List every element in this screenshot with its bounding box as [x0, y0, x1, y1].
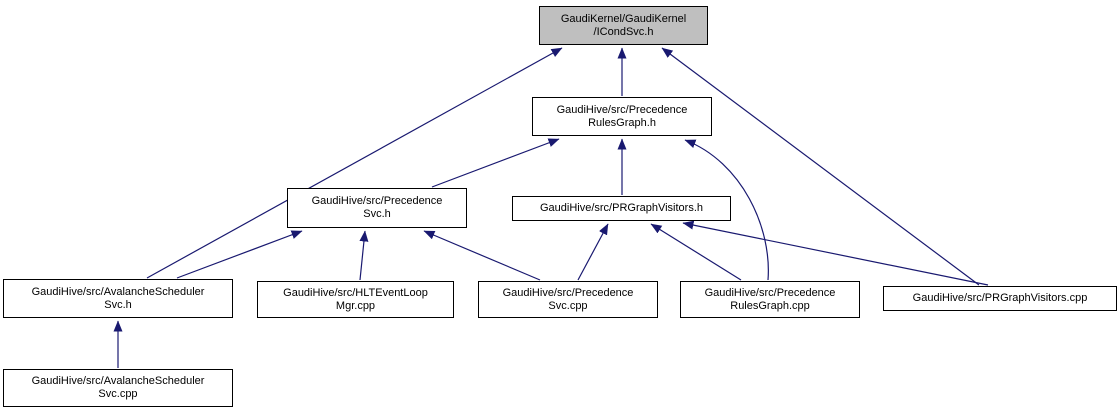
node-label-line: GaudiHive/src/PRGraphVisitors.h — [539, 202, 704, 214]
node-label-line: GaudiHive/src/HLTEventLoop — [283, 286, 428, 299]
node-label-line: Mgr.cpp — [335, 299, 376, 312]
node-pr-graph-visitors-cpp[interactable]: GaudiHive/src/PRGraphVisitors.cpp — [883, 286, 1117, 311]
node-label-line: Svc.cpp — [548, 299, 588, 312]
node-avalanche-scheduler-svc-cpp[interactable]: GaudiHive/src/AvalancheScheduler Svc.cpp — [3, 369, 233, 407]
node-hlt-event-loop-mgr-cpp[interactable]: GaudiHive/src/HLTEventLoop Mgr.cpp — [257, 281, 454, 318]
node-precedence-svc-cpp[interactable]: GaudiHive/src/Precedence Svc.cpp — [478, 281, 658, 318]
edge-prgraphvisitors-cpp-to-prgraphvisitors-h — [682, 220, 989, 286]
node-precedence-rules-graph-cpp[interactable]: GaudiHive/src/Precedence RulesGraph.cpp — [680, 281, 860, 318]
node-icondsvc-h[interactable]: GaudiKernel/GaudiKernel /ICondSvc.h — [539, 6, 708, 45]
node-precedence-svc-h[interactable]: GaudiHive/src/Precedence Svc.h — [287, 188, 467, 228]
edge-precedencesvc-cpp-to-prgraphvisitors-h — [577, 223, 609, 281]
node-label-line: GaudiKernel/GaudiKernel — [560, 12, 687, 25]
node-label-line: RulesGraph.h — [588, 116, 656, 129]
edge-precedencesvc-h-to-precedencerulesgraph-h — [431, 138, 560, 188]
edge-precedencerulesgraph-cpp-to-precedencerulesgraph-h — [684, 139, 769, 281]
edge-precedencesvc-cpp-to-precedencesvc-h — [423, 230, 541, 281]
node-label-line: Svc.h — [363, 208, 391, 220]
edge-hlteventloopmgr-cpp-to-precedencesvc-h — [359, 230, 369, 281]
node-label-line: Svc.h — [104, 298, 132, 311]
edge-avalancheschedulersvc-h-to-icondsvc-h — [146, 47, 563, 279]
node-label-line: GaudiHive/src/PRGraphVisitors.cpp — [912, 292, 1088, 304]
node-pr-graph-visitors-h[interactable]: GaudiHive/src/PRGraphVisitors.h — [512, 196, 731, 221]
node-label-line: GaudiHive/src/AvalancheScheduler — [31, 375, 205, 387]
node-label-line: Svc.cpp — [98, 388, 138, 400]
node-label-line: GaudiHive/src/AvalancheScheduler — [31, 285, 205, 298]
node-avalanche-scheduler-svc-h[interactable]: GaudiHive/src/AvalancheScheduler Svc.h — [3, 279, 233, 318]
edge-prgraphvisitors-cpp-to-icondsvc-h — [661, 47, 980, 286]
edge-avalancheschedulersvc-h-to-precedencesvc-h — [176, 230, 303, 279]
edge-precedencerulesgraph-cpp-to-prgraphvisitors-h — [650, 223, 742, 281]
node-label-line: GaudiHive/src/Precedence — [704, 286, 836, 299]
node-label-line: /ICondSvc.h — [593, 25, 654, 38]
node-label-line: RulesGraph.cpp — [730, 299, 810, 312]
node-label-line: GaudiHive/src/Precedence — [556, 103, 688, 116]
node-label-line: GaudiHive/src/Precedence — [311, 195, 443, 207]
node-label-line: GaudiHive/src/Precedence — [502, 286, 634, 299]
node-precedence-rules-graph-h[interactable]: GaudiHive/src/Precedence RulesGraph.h — [532, 97, 712, 136]
